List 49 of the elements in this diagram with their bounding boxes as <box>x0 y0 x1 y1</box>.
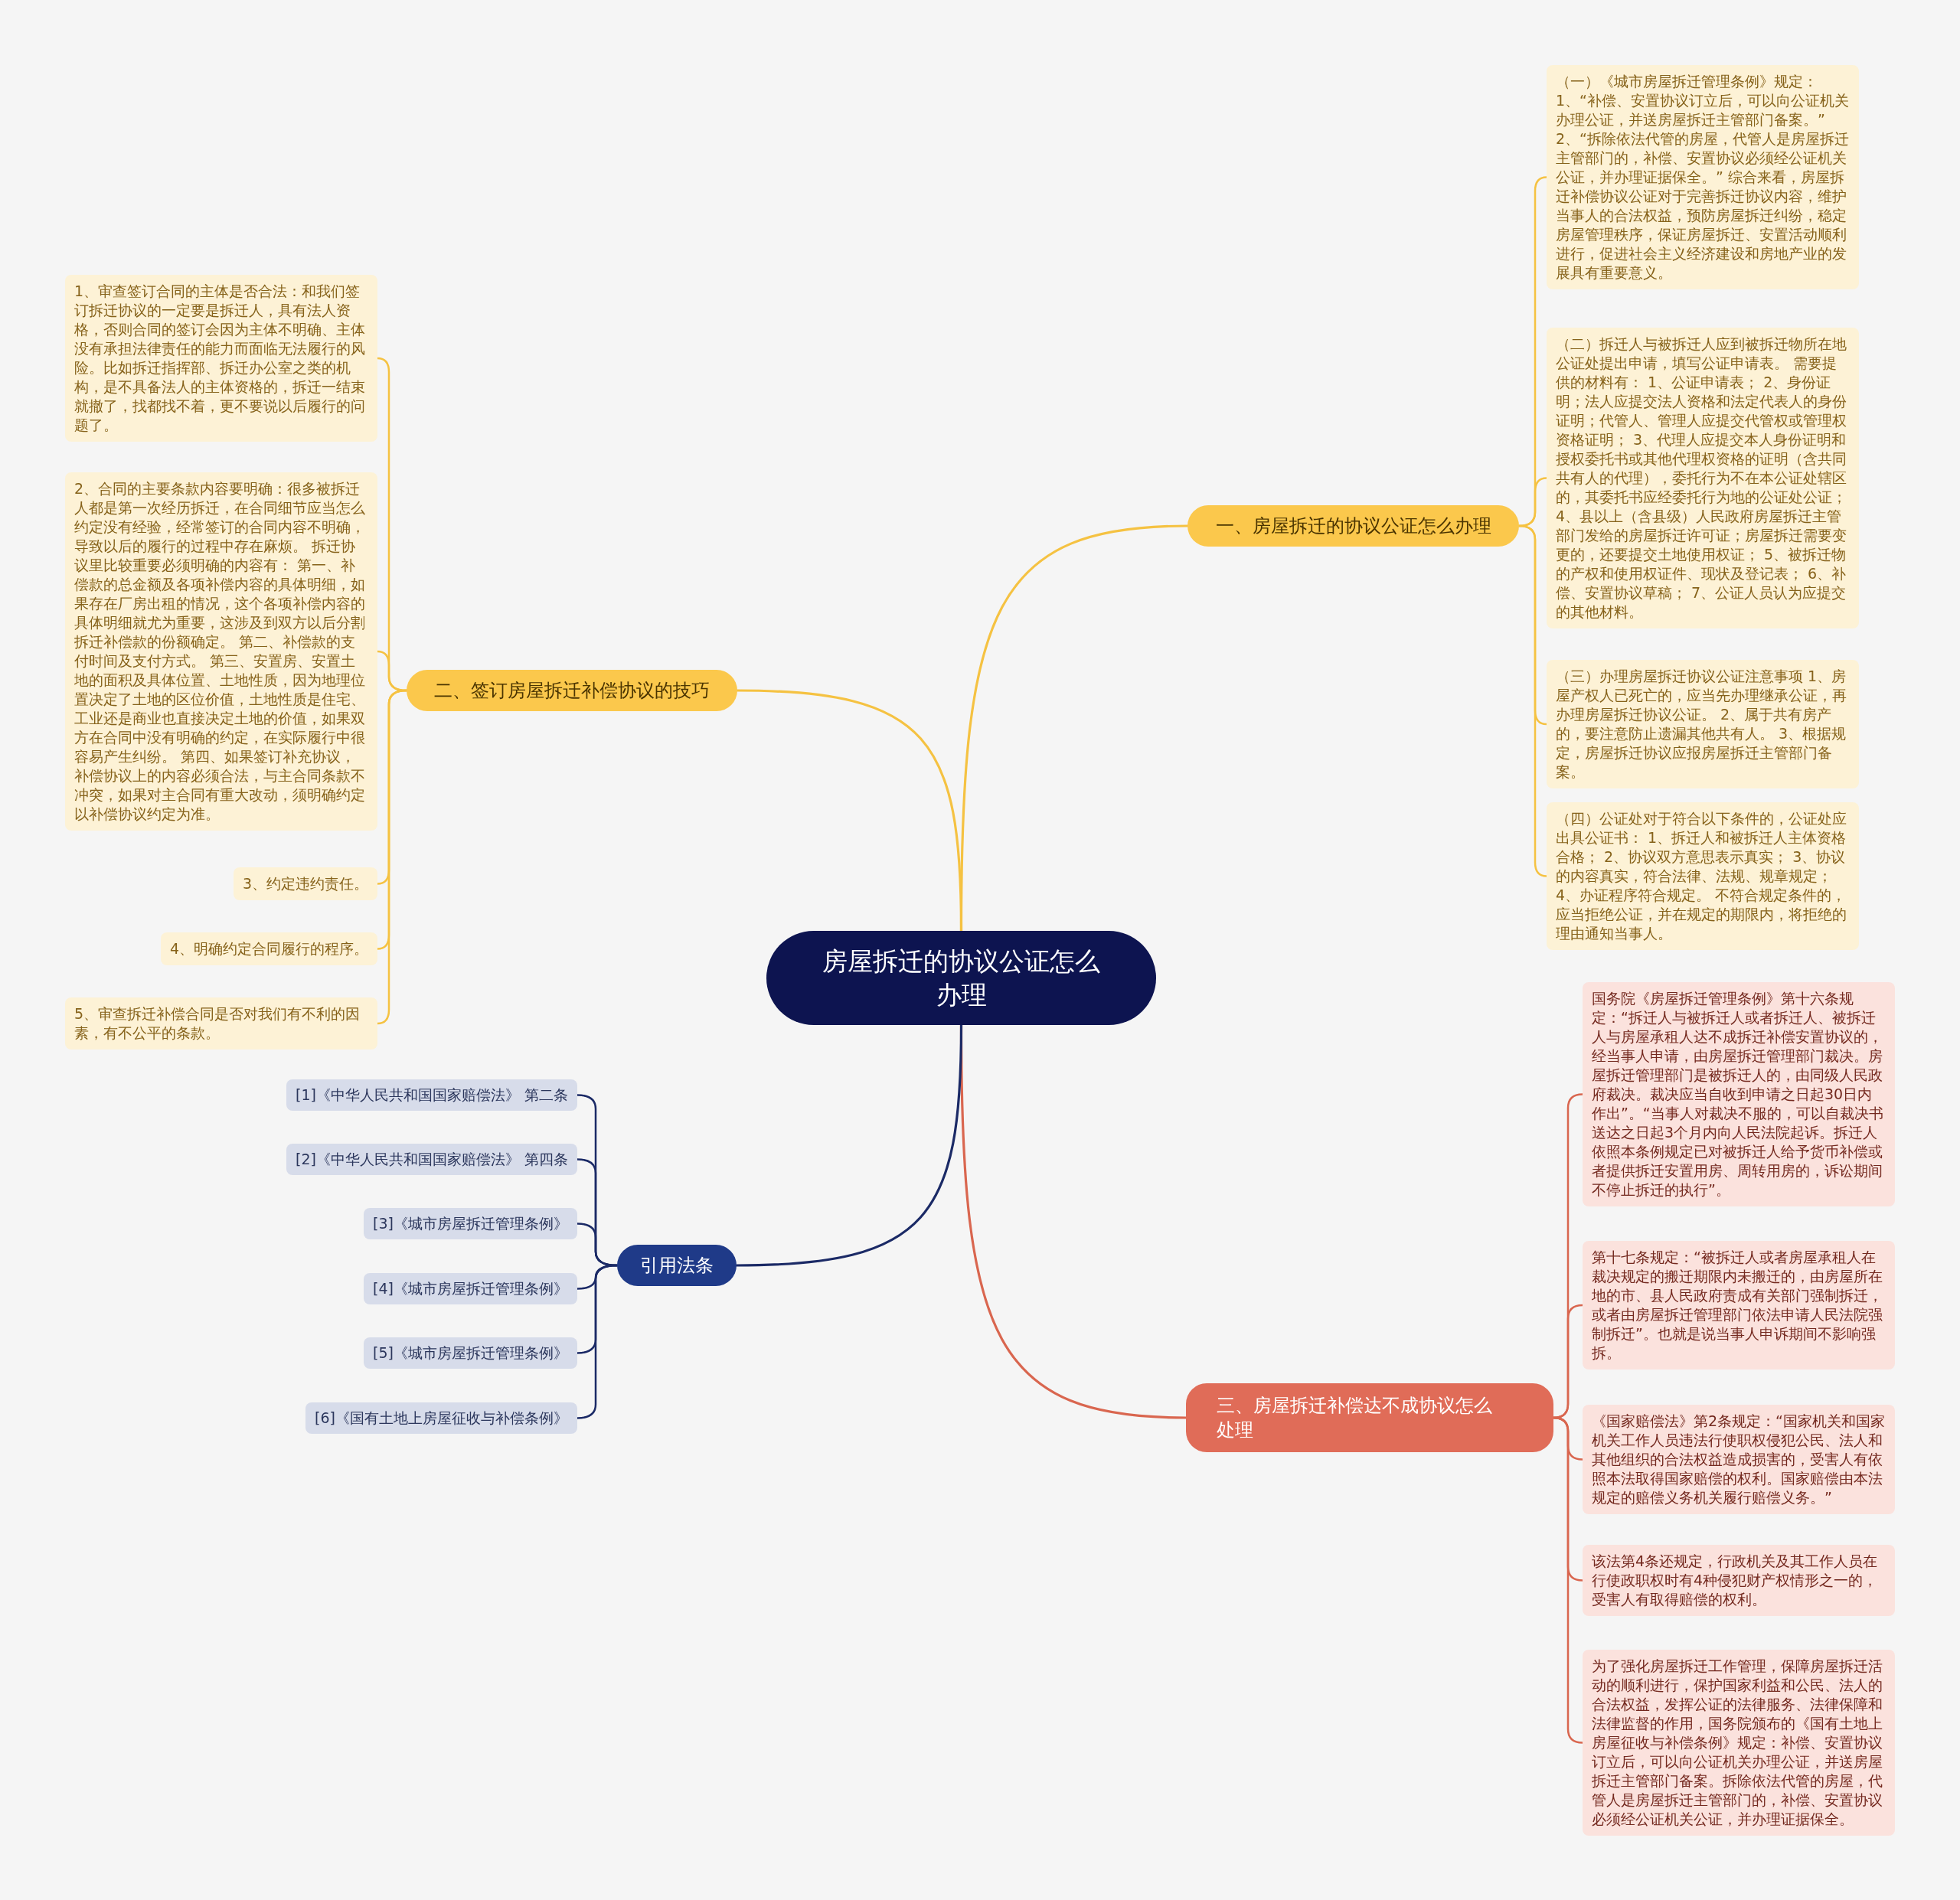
reference-text: [3]《城市房屋拆迁管理条例》 <box>373 1214 568 1233</box>
topic-label: 二、签订房屋拆迁补偿协议的技巧 <box>434 679 710 703</box>
reference-text: [2]《中华人民共和国国家赔偿法》 第四条 <box>296 1150 568 1169</box>
topic-label: 三、房屋拆迁补偿达不成协议怎么处理 <box>1217 1394 1493 1442</box>
reference-card <box>364 1273 577 1304</box>
note-text: 1、审查签订合同的主体是否合法：和我们签订拆迁协议的一定要是拆迁人，具有法人资格，否则合同的签订会因为主体不明确、主体没有承担法律责任的能力而面临无法履行的风险。比如拆迁指挥部、拆迁办公室之类的机构，是不具备法人的主体资格的，拆迁一结束就撤了，找都找不着，更不要说以后履行的问题了。 <box>74 282 366 435</box>
note-text: 《国家赔偿法》第2条规定：“国家机关和国家机关工作人员违法行使职权侵犯公民、法人和其他组织的合法权益造成损害的，受害人有依照本法取得国家赔偿的权利。国家赔偿由本法规定的赔偿义务机关履行赔偿义务。” <box>1592 1412 1886 1507</box>
connector-line <box>576 1264 619 1419</box>
reference-card <box>286 1079 577 1111</box>
branch-topic <box>617 1245 737 1286</box>
note-card <box>1583 1405 1895 1514</box>
central-topic-text: 房屋拆迁的协议公证怎么办理 <box>822 945 1101 1011</box>
note-text: 5、审查拆迁补偿合同是否对我们有不利的因素，有不公平的条款。 <box>74 1004 361 1043</box>
branch-topic <box>1186 1383 1553 1452</box>
note-text: 3、约定违约责任。 <box>242 874 368 893</box>
note-card <box>1547 660 1859 788</box>
note-card <box>1583 1545 1895 1616</box>
note-text: （一）《城市房屋拆迁管理条例》规定： 1、“补偿、安置协议订立后，可以向公证机关办理公证，并送房屋拆迁主管部门备案。” 2、“拆除依法代管的房屋，代管人是房屋拆迁主管部门的，补偿、安置协议必须经公证机关公证，并办理证据保全。” 综合来看，房屋拆迁补偿协议公证对于完善拆迁协议内容，维护当事人的合法权益，预防房屋拆迁纠纷，稳定房屋管理秩序，保证房屋拆迁、安置活动顺利进行，促进社会主义经济建设和房地产业的发展具有重要意义。 <box>1556 72 1850 282</box>
connector-line <box>735 1023 963 1267</box>
note-card <box>1583 1241 1895 1370</box>
connector-line <box>376 689 408 1025</box>
branch-topic <box>407 670 737 711</box>
note-card <box>1547 802 1859 950</box>
note-card <box>233 867 377 900</box>
note-text: 该法第4条还规定，行政机关及其工作人员在行使政职权时有4种侵犯财产权情形之一的，受害人有取得赔偿的权利。 <box>1592 1552 1879 1609</box>
reference-text: [4]《城市房屋拆迁管理条例》 <box>373 1279 568 1298</box>
reference-card <box>305 1402 577 1434</box>
reference-text: [6]《国有土地上房屋征收与补偿条例》 <box>315 1409 568 1428</box>
reference-card <box>364 1208 577 1239</box>
note-text: 国务院《房屋拆迁管理条例》第十六条规定：“拆迁人与被拆迁人或者拆迁人、被拆迁人与房屋承租人达不成拆迁补偿安置协议的，经当事人申请，由房屋拆迁管理部门裁决。房屋拆迁管理部门是被拆迁人的，由同级人民政府裁决。裁决应当自收到申请之日起30日内作出”。“当事人对裁决不服的，可以自裁决书送达之日起3个月内向人民法院起诉。拆迁人依照本条例规定已对被拆迁人给予货币补偿或者提供拆迁安置用房、周转用房的，诉讼期间不停止拆迁的执行”。 <box>1592 989 1884 1200</box>
topic-label: 一、房屋拆迁的协议公证怎么办理 <box>1215 514 1491 538</box>
connector-line <box>1552 1416 1584 1744</box>
note-text: 2、合同的主要条款内容要明确：很多被拆迁人都是第一次经历拆迁，在合同细节应当怎么约定没有经验，经常签订的合同内容不明确，导致以后的履行的过程中存在麻烦。 拆迁协议里比较重要必须明确的内容有： 第一、补偿款的总金额及各项补偿内容的具体明细，如果存在厂房出租的情况，这个各项补偿内容的具体明细就尤为重要，这涉及到双方以后分割拆迁补偿款的份额确定。 第二、补偿款的支付时间及支付方式。 第三、安置房、安置土地的面积及具体位置、土地性质，因为地理位置决定了土地的区位价值，土地性质是住宅、工业还是商业也直接决定土地的价值，如果双方在合同中没有明确的约定，在实际履行中很容易产生纠纷。 第四、如果签订补充协议，补偿协议上的内容必须合法，与主合同条款不冲突，如果对主合同有重大改动，须明确约定以补偿协议约定为准。 <box>74 479 366 824</box>
connector-line <box>736 689 963 932</box>
reference-text: [1]《中华人民共和国国家赔偿法》 第二条 <box>296 1085 568 1105</box>
reference-text: [5]《城市房屋拆迁管理条例》 <box>373 1343 568 1363</box>
note-card <box>160 932 377 965</box>
branch-topic <box>1187 505 1519 547</box>
note-text: 为了强化房屋拆迁工作管理，保障房屋拆迁活动的顺利进行，保护国家利益和公民、法人的合法权益，发挥公证的法律服务、法律保障和法律监督的作用，国务院颁布的《国有土地上房屋征收与补偿条例》规定：补偿、安置协议订立后，可以向公证机关办理公证，并送房屋拆迁主管部门备案。拆除依法代管的房屋，代管人是房屋拆迁主管部门的，补偿、安置协议必须经公证机关公证，并办理证据保全。 <box>1592 1657 1883 1829</box>
reference-card <box>286 1144 577 1175</box>
connector-line <box>1517 524 1548 877</box>
note-card <box>65 997 377 1050</box>
reference-card <box>364 1337 577 1369</box>
note-text: 第十七条规定：“被拆迁人或者房屋承租人在裁决规定的搬迁期限内未搬迁的，由房屋所在地的市、县人民政府责成有关部门强制拆迁，或者由房屋拆迁管理部门依法申请人民法院强制拆迁”。也就是说当事人申诉期间不影响强拆。 <box>1592 1248 1883 1363</box>
topic-label: 引用法条 <box>640 1254 714 1278</box>
note-text: 4、明确约定合同履行的程序。 <box>169 939 368 958</box>
note-text: （二）拆迁人与被拆迁人应到被拆迁物所在地公证处提出申请，填写公证申请表。 需要提供的材料有： 1、公证申请表； 2、身份证明；法人应提交法人资格和法定代表人的身份证明；代管人、管理人应提交代管权或管理权资格证明； 3、代理人应提交本人身份证明和授权委托书或其他代理权资格的证明（含共同共有人的代理），委托行为不在本公证处辖区的，其委托书应经委托行为地的公证处公证； 4、县以上（含县级）人民政府房屋拆迁主管部门发给的房屋拆迁许可证；房屋拆迁需要变更的，还要提交土地使用权证； 5、被拆迁物的产权和使用权证件、现状及登记表； 6、补偿、安置协议草稿； 7、公证人员认为应提交的其他材料。 <box>1556 335 1847 622</box>
note-text: （四）公证处对于符合以下条件的，公证处应出具公证书： 1、拆迁人和被拆迁人主体资格合格； 2、协议双方意思表示真实； 3、协议的内容真实，符合法律、法规、规章规定； 4、办证程序符合规定。 不符合规定条件的，应当拒绝公证，并在规定的期限内，将拒绝的理由通知当事人。 <box>1556 809 1847 943</box>
note-text: （三）办理房屋拆迁协议公证注意事项 1、房屋产权人已死亡的，应当先办理继承公证，再办理房屋拆迁协议公证。 2、属于共有房产的，要注意防止遗漏其他共有人。 3、根据规定，房屋拆迁协议应报房屋拆迁主管部门备案。 <box>1556 667 1847 782</box>
